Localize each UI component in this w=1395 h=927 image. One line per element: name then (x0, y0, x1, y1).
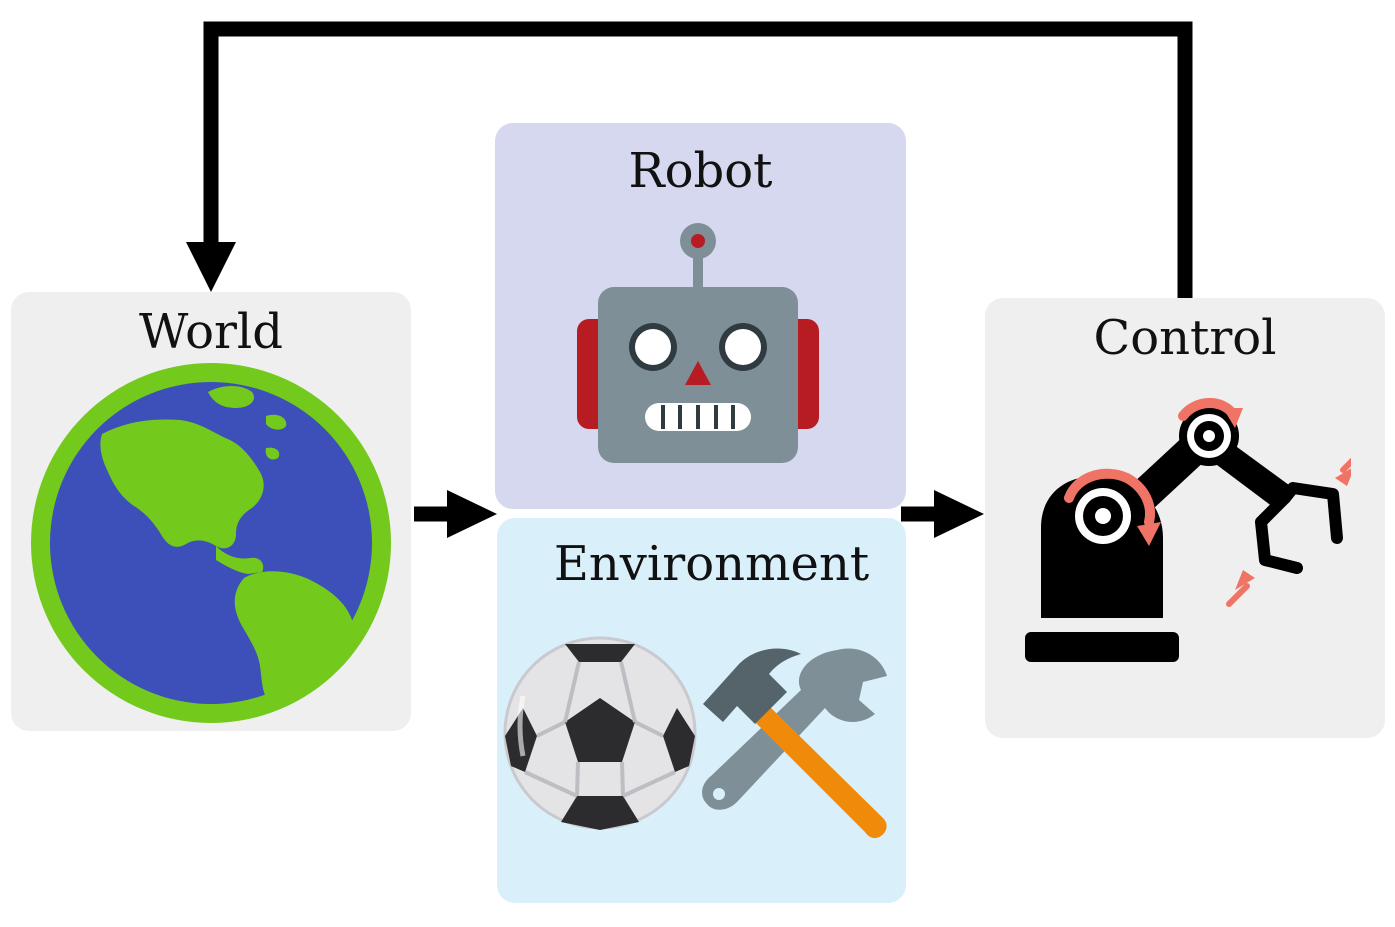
control-node: Control (985, 298, 1385, 738)
robot-label: Robot (628, 143, 773, 199)
robotic-arm-icon (1025, 398, 1351, 662)
robot-face-icon (577, 223, 819, 463)
feedback-arrow-line (203, 21, 1193, 298)
robot-node: Robot (495, 123, 906, 509)
environment-node: Environment (497, 518, 906, 903)
environment-label: Environment (553, 536, 870, 592)
robot-to-control-arrowhead (934, 490, 984, 538)
feedback-arrowhead (186, 242, 236, 292)
globe-americas-icon (31, 363, 391, 723)
world-label: World (139, 304, 283, 360)
world-node: World (11, 292, 411, 731)
world-to-robot-arrowhead (447, 490, 497, 538)
control-label: Control (1093, 310, 1277, 366)
soccer-ball-icon (503, 636, 697, 830)
hammer-and-wrench-icon (702, 648, 887, 838)
